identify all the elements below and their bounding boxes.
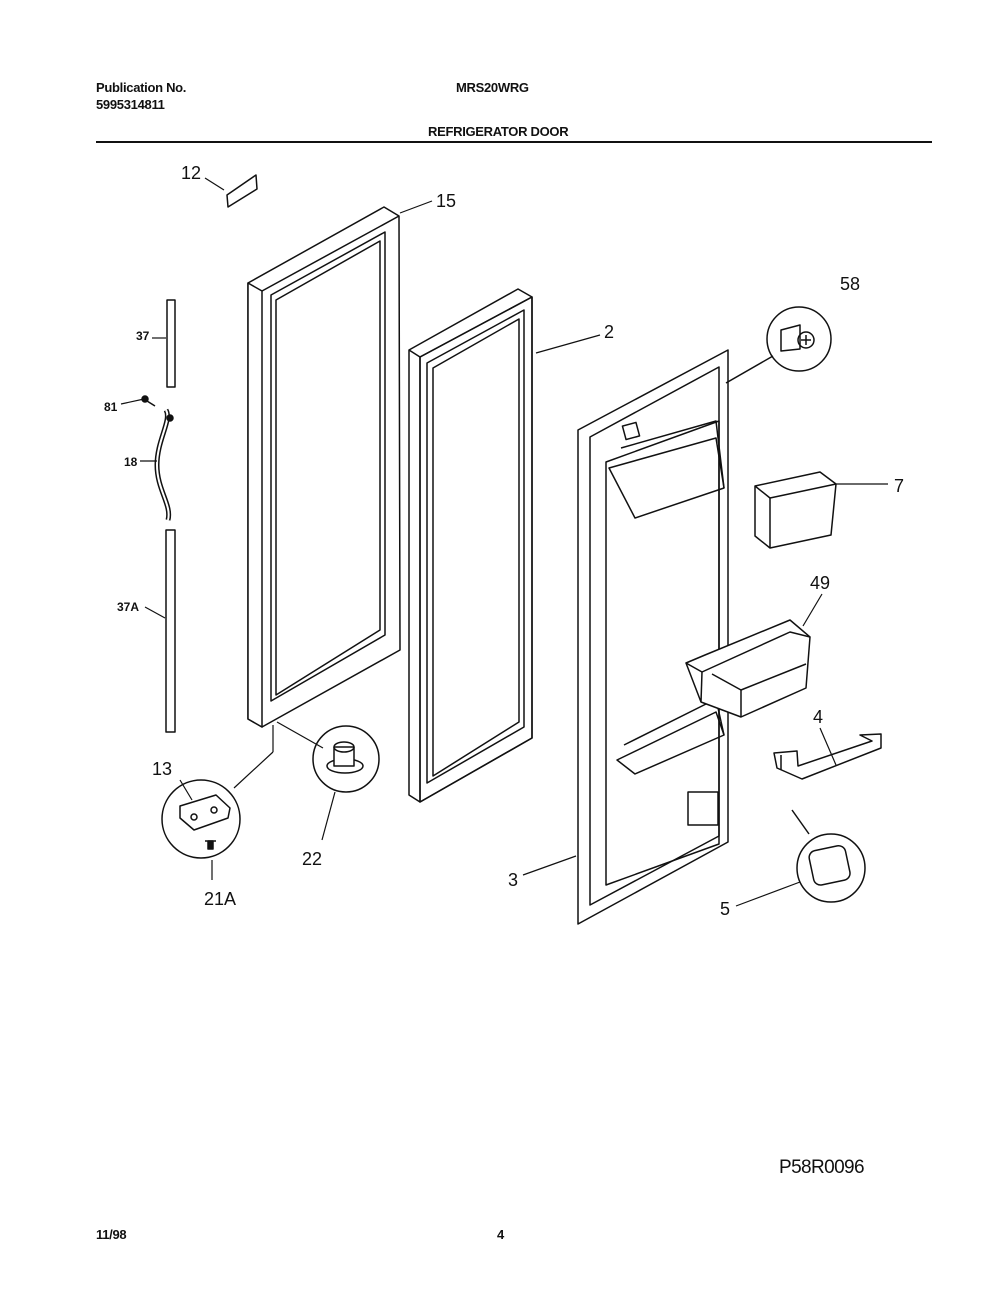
part-22-hinge-bushing <box>312 725 380 793</box>
callout-37: 37 <box>136 329 150 343</box>
callout-12: 12 <box>181 163 201 183</box>
callout-21a: 21A <box>204 889 236 909</box>
part-49-door-bin <box>685 619 811 718</box>
publication-label: Publication No. <box>96 80 187 95</box>
drawing-code: P58R0096 <box>779 1157 865 1178</box>
callout-18: 18 <box>124 455 138 469</box>
callout-5: 5 <box>720 899 730 919</box>
callout-22: 22 <box>302 849 322 869</box>
callout-13: 13 <box>152 759 172 779</box>
part-81-screw <box>141 395 156 407</box>
section-title: REFRIGERATOR DOOR <box>428 124 569 139</box>
callout-15: 15 <box>436 191 456 211</box>
publication-date: 11/98 <box>96 1227 127 1242</box>
callout-49: 49 <box>810 573 830 593</box>
part-37-handle-trim <box>166 299 176 388</box>
part-58-screw-detail <box>725 306 832 384</box>
part-37a-handle-trim <box>165 529 176 733</box>
part-12-label-plate <box>226 174 258 208</box>
header-rule <box>96 141 932 143</box>
page-number: 4 <box>497 1227 504 1242</box>
leader-lines <box>120 177 888 907</box>
callout-7: 7 <box>894 476 904 496</box>
callout-58: 58 <box>840 274 860 294</box>
callout-4: 4 <box>813 707 823 727</box>
part-2-door-gasket <box>408 288 533 803</box>
part-5-end-cap-detail <box>791 809 866 903</box>
part-3-door-liner <box>577 349 729 925</box>
callout-3: 3 <box>508 870 518 890</box>
part-18-door-handle <box>154 408 174 521</box>
model-number: MRS20WRG <box>456 80 529 95</box>
callout-81: 81 <box>104 400 118 414</box>
part-13-hinge-detail <box>161 779 241 859</box>
callout-37a: 37A <box>117 600 139 614</box>
callout-2: 2 <box>604 322 614 342</box>
part-4-bin-retainer <box>773 733 882 780</box>
part-7-dairy-door <box>754 471 837 549</box>
publication-number: 5995314811 <box>96 97 165 112</box>
part-15-door-frame <box>247 206 401 728</box>
